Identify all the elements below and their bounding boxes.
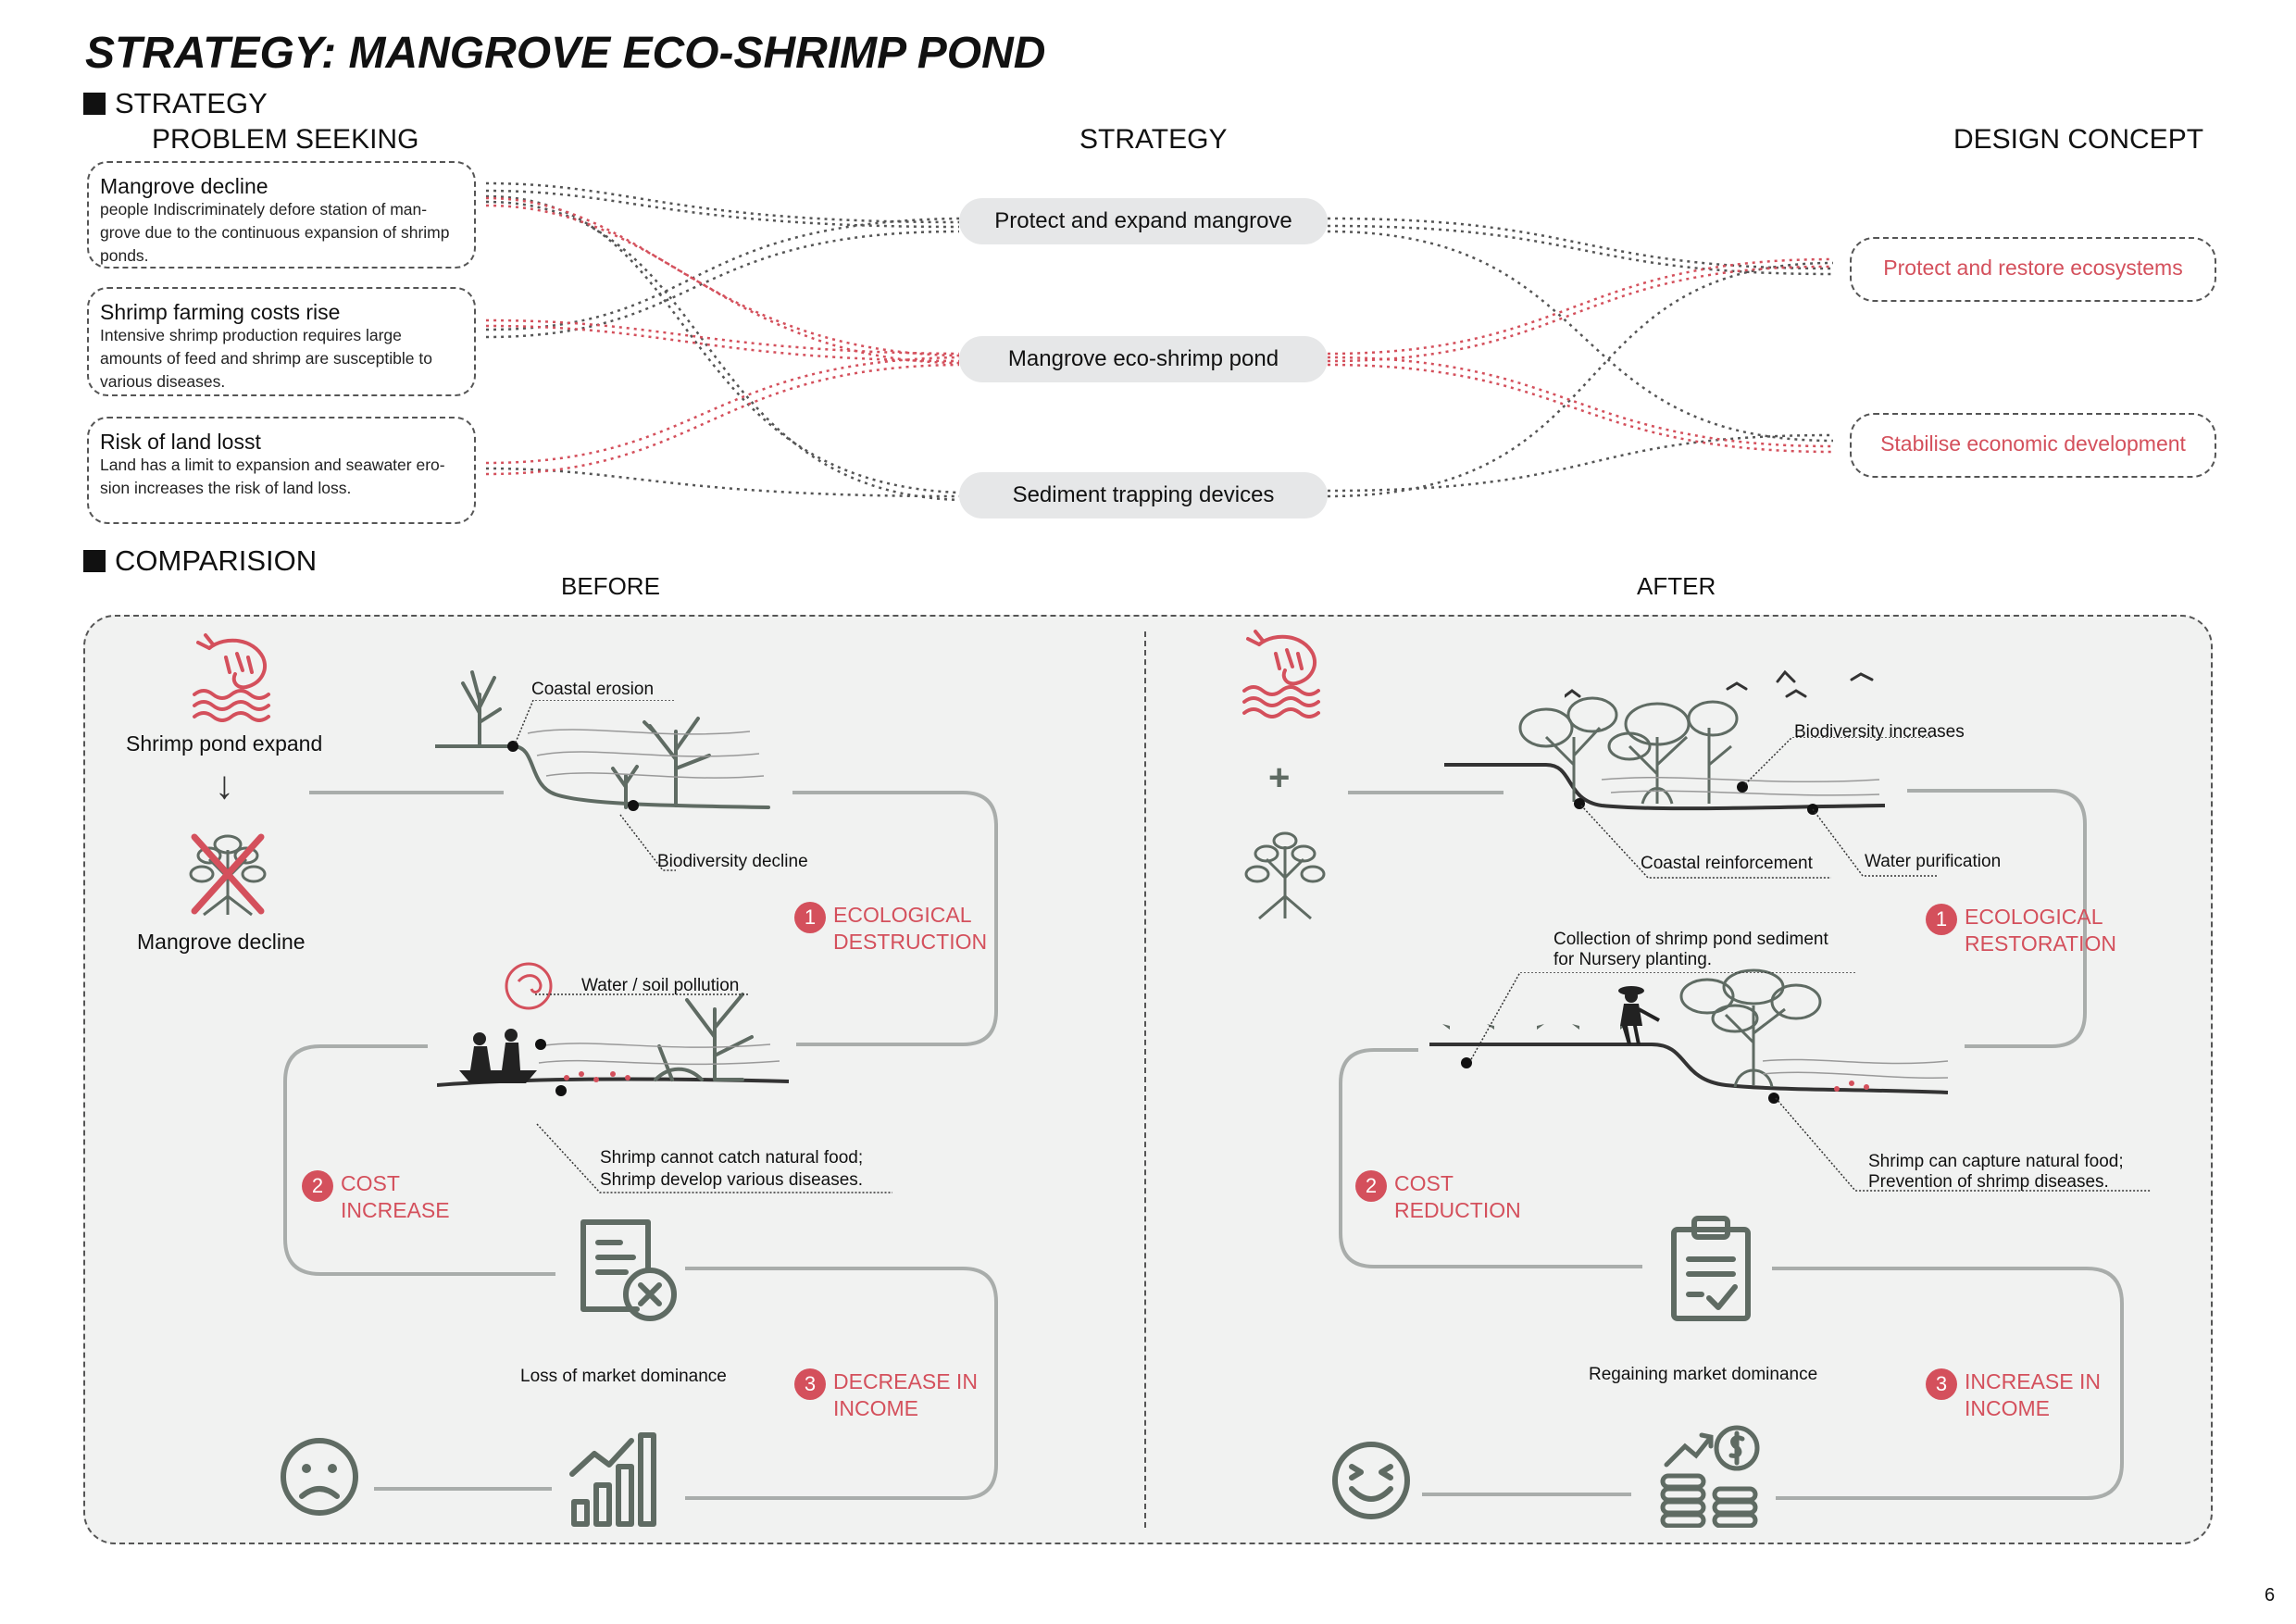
shrimp-food-before-2: Shrimp develop various diseases. — [600, 1170, 864, 1190]
step-line2: INCOME — [1965, 1396, 2050, 1420]
col-strategy: STRATEGY — [1079, 124, 1228, 155]
nursery-planting-scene — [1429, 968, 1949, 1104]
step-cost-reduction: 2 COST REDUCTION — [1355, 1170, 1521, 1224]
birds-icon — [1565, 669, 1874, 698]
leader-lines-before-top — [514, 700, 676, 871]
step-number: 2 — [1355, 1170, 1387, 1202]
step-line2: INCREASE — [341, 1198, 450, 1222]
pollution-scene — [437, 993, 790, 1096]
step-line2: INCOME — [833, 1396, 918, 1420]
step-number: 3 — [794, 1368, 826, 1400]
section-strategy: STRATEGY — [83, 87, 268, 120]
coastal-erosion-scene — [435, 670, 770, 811]
section-strategy-label: STRATEGY — [115, 87, 268, 119]
step-line1: ECOLOGICAL — [833, 903, 972, 927]
step-line1: COST — [341, 1171, 400, 1195]
market-loss-label: Loss of market dominance — [520, 1367, 727, 1386]
shrimp-water-icon — [1242, 630, 1320, 718]
problem-box-mangrove: Mangrove decline people Indiscriminately… — [87, 161, 476, 269]
strategy-pill-protect: Protect and expand mangrove — [959, 198, 1328, 244]
shrimp-food-after-2: Prevention of shrimp diseases. — [1868, 1172, 2109, 1192]
pollution-label: Water / soil pollution — [581, 976, 740, 995]
step-line2: RESTORATION — [1965, 931, 2116, 956]
water-purification-label: Water purification — [1865, 852, 2002, 871]
collection-label-1: Collection of shrimp pond sediment — [1554, 930, 1828, 949]
mangrove-restoration-scene — [1444, 696, 1886, 815]
coastal-erosion-label: Coastal erosion — [531, 680, 655, 699]
mangrove-crossed-icon — [189, 833, 267, 917]
after-label: AFTER — [1637, 572, 1716, 600]
coastal-reinforcement-label: Coastal reinforcement — [1641, 854, 1813, 873]
section-comparison: COMPARISION — [83, 544, 317, 578]
biodiversity-decline-label: Biodiversity decline — [657, 852, 808, 871]
problem-box-costs: Shrimp farming costs rise Intensive shri… — [87, 287, 476, 396]
shrimp-food-before-1: Shrimp cannot catch natural food; — [600, 1148, 864, 1168]
strategy-connections — [485, 181, 1834, 502]
leader-lines-after-top — [1580, 737, 1937, 879]
sad-face-icon — [281, 1438, 358, 1516]
collection-label-2: for Nursery planting. — [1554, 950, 1713, 969]
market-regain-label: Regaining market dominance — [1589, 1365, 1818, 1384]
leader-lines-before-mid — [535, 993, 892, 1193]
step-number: 3 — [1926, 1368, 1957, 1400]
biodiversity-increase-label: Biodiversity increases — [1794, 722, 1965, 742]
bar-chart-growth-icon — [569, 1432, 656, 1527]
mangrove-decline-label: Mangrove decline — [137, 930, 306, 954]
step-line2: REDUCTION — [1394, 1198, 1521, 1222]
comparison-panel — [83, 615, 2213, 1544]
step-ecological-destruction: 1 ECOLOGICAL DESTRUCTION — [794, 902, 987, 956]
shrimp-food-after-1: Shrimp can capture natural food; — [1868, 1152, 2124, 1171]
step-number: 1 — [794, 902, 826, 933]
leader-lines-after-mid — [1469, 972, 2152, 1192]
page-title: STRATEGY: MANGROVE ECO-SHRIMP POND — [85, 29, 1046, 78]
problem-title: Mangrove decline — [100, 174, 268, 198]
step-number: 1 — [1926, 904, 1957, 935]
step-line1: DECREASE IN — [833, 1369, 978, 1393]
strategy-pill-sediment: Sediment trapping devices — [959, 472, 1328, 518]
step-decrease-income: 3 DECREASE IN INCOME — [794, 1368, 978, 1422]
section-comparison-label: COMPARISION — [115, 544, 318, 577]
clipboard-check-icon — [1671, 1216, 1751, 1321]
before-label: BEFORE — [561, 572, 660, 600]
step-number: 2 — [302, 1170, 333, 1202]
strategy-pill-eco-pond: Mangrove eco-shrimp pond — [959, 336, 1328, 382]
col-problem-seeking: PROBLEM SEEKING — [152, 124, 419, 155]
problem-box-land: Risk of land losst Land has a limit to e… — [87, 417, 476, 524]
down-arrow: ↓ — [215, 763, 234, 806]
col-design-concept: DESIGN CONCEPT — [1953, 124, 2204, 155]
problem-title: Shrimp farming costs rise — [100, 300, 341, 324]
happy-face-icon — [1332, 1442, 1410, 1519]
step-line1: ECOLOGICAL — [1965, 905, 2103, 929]
concept-stabilise-economy: Stabilise economic development — [1850, 413, 2216, 478]
problem-title: Risk of land losst — [100, 430, 261, 454]
problem-desc: people Indiscriminately defore station o… — [100, 200, 450, 265]
step-line1: COST — [1394, 1171, 1454, 1195]
plus-sign: + — [1268, 757, 1291, 798]
step-cost-increase: 2 COST INCREASE — [302, 1170, 450, 1224]
concept-protect-ecosystems: Protect and restore ecosystems — [1850, 237, 2216, 302]
step-line2: DESTRUCTION — [833, 930, 988, 954]
problem-desc: Intensive shrimp production requires lar… — [100, 326, 432, 391]
problem-desc: Land has a limit to expansion and seawat… — [100, 456, 445, 497]
panel-divider — [1144, 631, 1146, 1528]
step-line1: INCREASE IN — [1965, 1369, 2101, 1393]
mangrove-icon — [1244, 831, 1326, 920]
coins-dollar-icon — [1660, 1425, 1760, 1528]
shrimp-pollution-icon — [505, 962, 553, 1010]
shrimp-water-icon — [193, 633, 270, 722]
document-x-icon — [580, 1219, 677, 1321]
shrimp-pond-expand-label: Shrimp pond expand — [126, 731, 323, 756]
page-number: 6 — [2265, 1585, 2276, 1605]
step-increase-income: 3 INCREASE IN INCOME — [1926, 1368, 2101, 1422]
